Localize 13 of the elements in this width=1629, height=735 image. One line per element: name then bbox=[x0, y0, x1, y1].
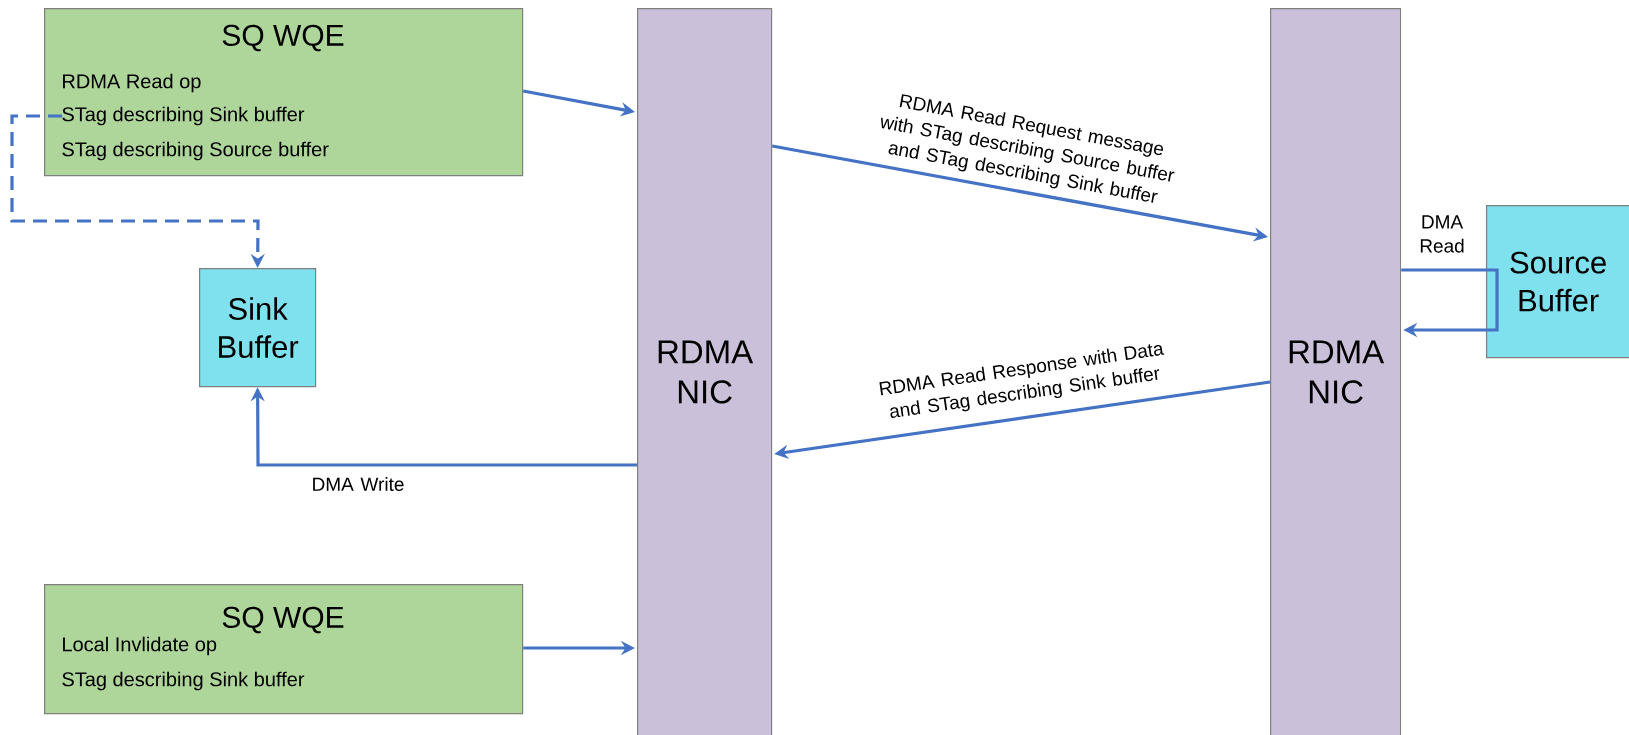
buffer-box: Source Buffer bbox=[1486, 205, 1629, 359]
buffer-box: Sink Buffer bbox=[199, 268, 317, 388]
rotated-label: RDMA Read Response with Data and STag describing Sink buffer bbox=[879, 344, 1165, 418]
body-text: STag describing Source buffer bbox=[62, 141, 329, 161]
edge-label: DMA Read bbox=[1420, 215, 1464, 253]
body-text: Local Invlidate op bbox=[63, 636, 217, 656]
body-text: RDMA Read op bbox=[63, 73, 201, 93]
rotated-label: RDMA Read Request message with STag describing Source buffer and STag describing Sink buffer bbox=[881, 94, 1175, 203]
body-text: STag describing Sink buffer bbox=[62, 106, 305, 126]
edge-label: DMA Write bbox=[313, 477, 404, 491]
body-text: STag describing Sink buffer bbox=[62, 671, 305, 691]
nic-bar: RDMA NIC bbox=[1270, 8, 1402, 735]
nic-bar: RDMA NIC bbox=[637, 8, 773, 735]
